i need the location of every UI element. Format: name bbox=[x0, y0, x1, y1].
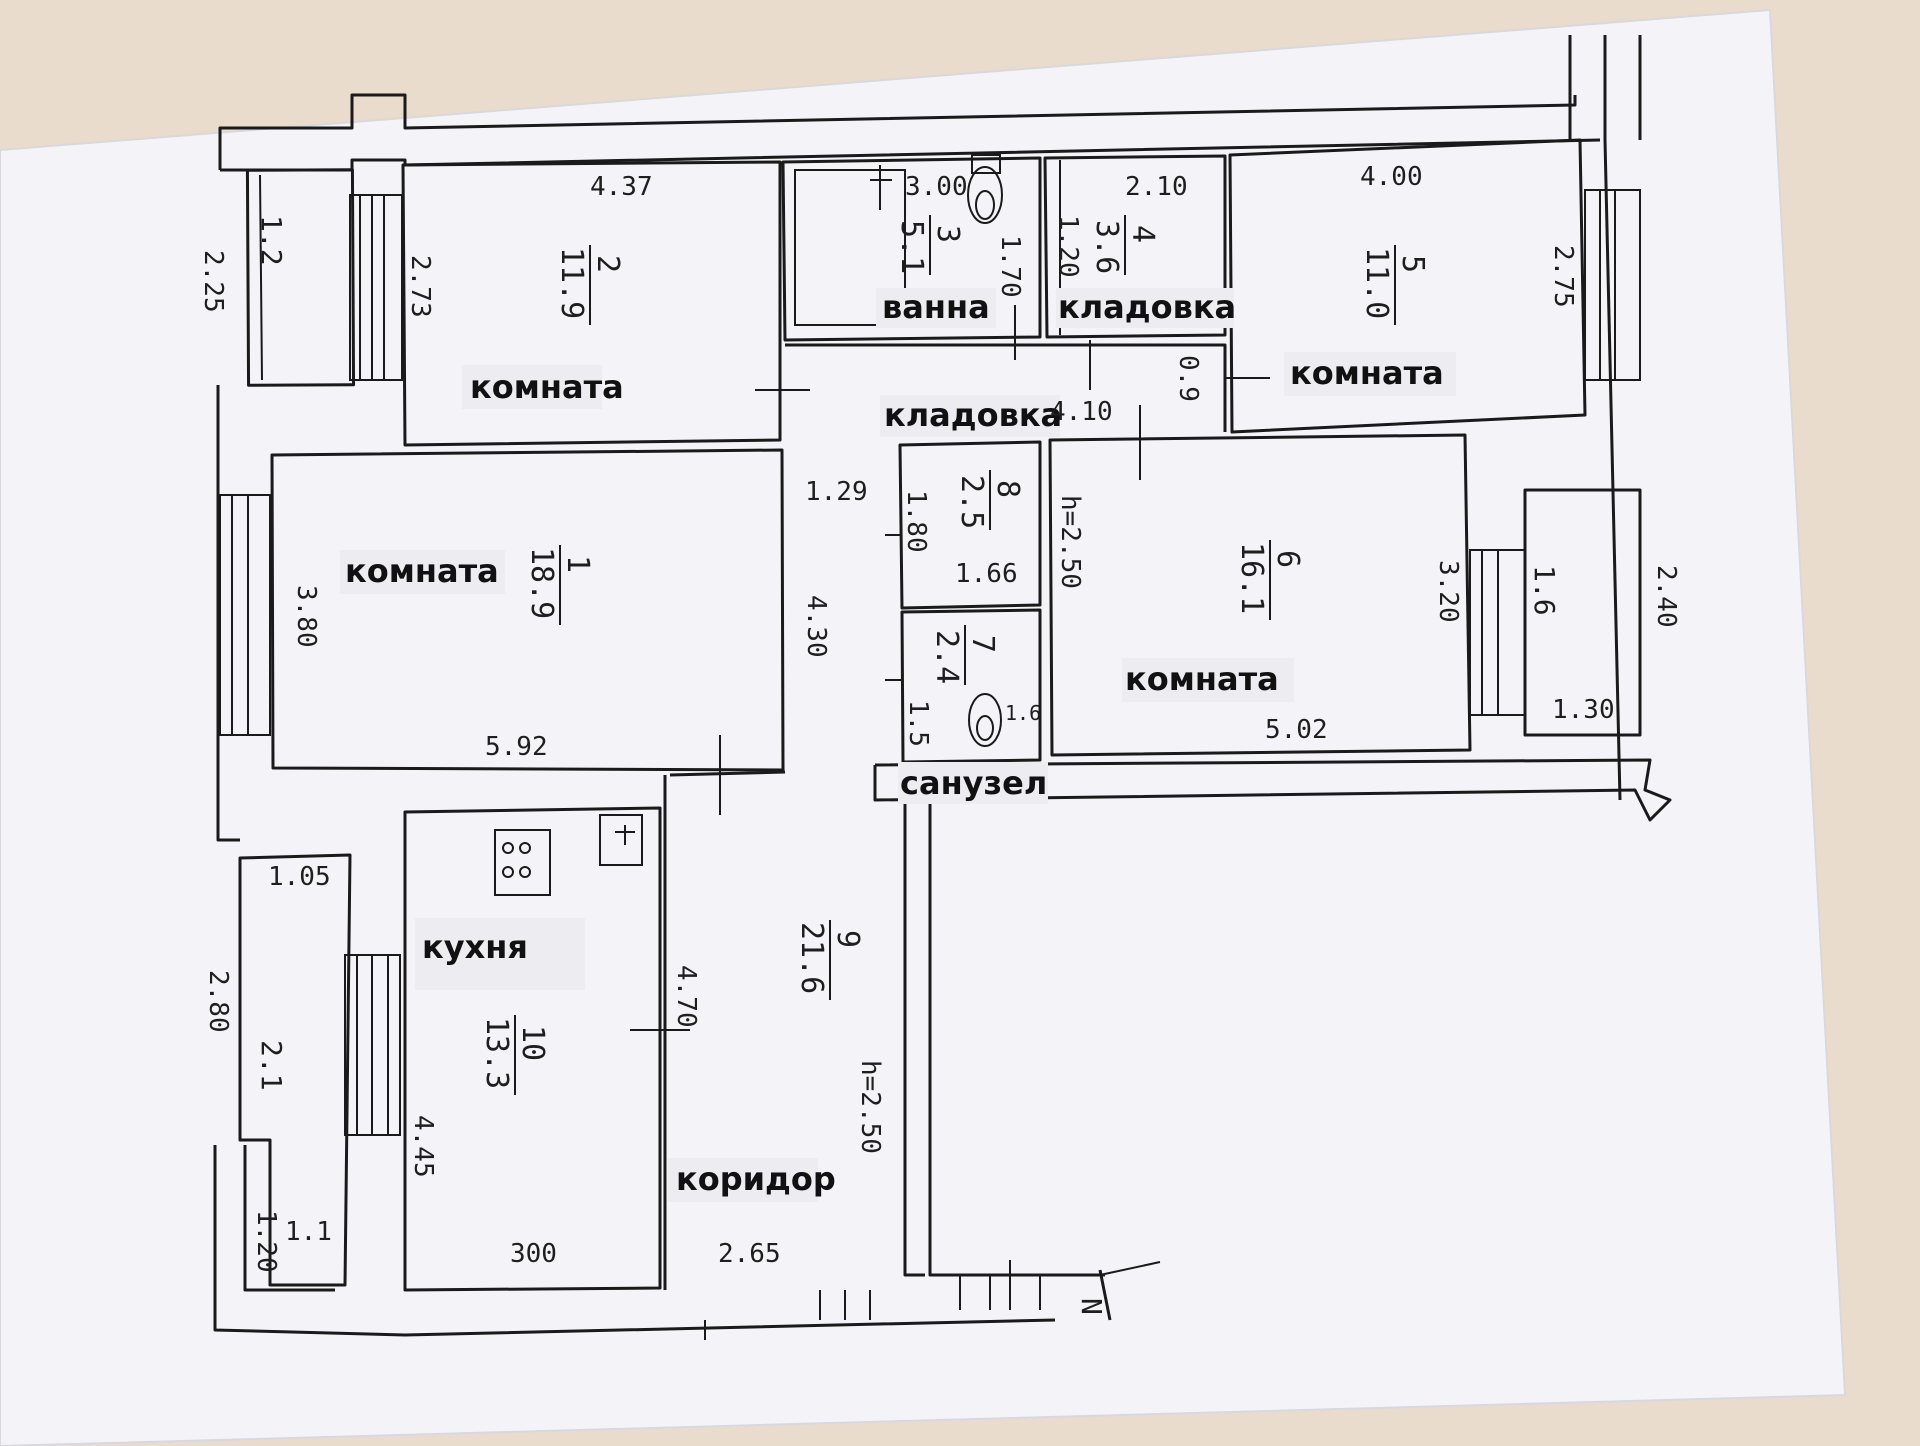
label-storage-top: кладовка bbox=[1058, 288, 1236, 326]
balcony-1-area: 1.2 bbox=[255, 215, 288, 266]
room-9-number: 9 bbox=[830, 930, 865, 948]
label-wc: санузел bbox=[900, 764, 1047, 802]
label-storage-mid: кладовка bbox=[884, 396, 1062, 434]
dim-1-70-bath: 1.70 bbox=[995, 235, 1025, 298]
dim-2-40: 2.40 bbox=[1651, 565, 1681, 628]
dim-1-6: 1.6 bbox=[1005, 701, 1041, 725]
label-corridor: коридор bbox=[676, 1160, 836, 1198]
dim-1-66: 1.66 bbox=[955, 559, 1018, 589]
dim-2-65: 2.65 bbox=[718, 1239, 781, 1269]
dim-5-02: 5.02 bbox=[1265, 715, 1328, 745]
dim-4-10: 4.10 bbox=[1050, 397, 1113, 427]
room-3-number: 3 bbox=[930, 225, 965, 243]
dim-1-29: 1.29 bbox=[805, 477, 868, 507]
north-arrow-label: N bbox=[1075, 1298, 1108, 1315]
dim-3-80: 3.80 bbox=[291, 585, 321, 648]
dim-5-92: 5.92 bbox=[485, 732, 548, 762]
dimensions: 4.37 2.73 2.25 3.00 1.70 2.10 1.20 4.00 … bbox=[198, 162, 1681, 1315]
room-10-number: 10 bbox=[515, 1025, 550, 1061]
balcony-3-area: 2.1 bbox=[255, 1040, 288, 1091]
label-room-2: комната bbox=[470, 368, 624, 406]
room-7-area: 2.4 bbox=[929, 630, 964, 684]
room-2-number: 2 bbox=[590, 255, 625, 273]
room-4-number: 4 bbox=[1125, 225, 1160, 243]
dim-2-80: 2.80 bbox=[203, 970, 233, 1033]
dim-3-00-bath: 3.00 bbox=[905, 172, 968, 202]
dim-4-30: 4.30 bbox=[801, 595, 831, 658]
label-room-1: комната bbox=[345, 552, 499, 590]
room-1-number: 1 bbox=[560, 555, 595, 573]
dim-4-37: 4.37 bbox=[590, 172, 653, 202]
dim-1-30: 1.30 bbox=[1552, 695, 1615, 725]
dim-4-00: 4.00 bbox=[1360, 162, 1423, 192]
label-room-5: комната bbox=[1290, 354, 1444, 392]
dim-1-05: 1.05 bbox=[268, 862, 331, 892]
room-8-area: 2.5 bbox=[954, 475, 989, 529]
dim-2-75: 2.75 bbox=[1548, 245, 1578, 308]
room-10-area: 13.3 bbox=[479, 1017, 514, 1089]
room-6-number: 6 bbox=[1270, 550, 1305, 568]
dim-3-20: 3.20 bbox=[1433, 560, 1463, 623]
dim-1-80: 1.80 bbox=[901, 490, 931, 553]
dim-2-10: 2.10 bbox=[1125, 172, 1188, 202]
room-9-area: 21.6 bbox=[794, 922, 829, 994]
dim-2-25: 2.25 bbox=[198, 250, 228, 313]
dim-2-73: 2.73 bbox=[405, 255, 435, 318]
room-8-number: 8 bbox=[990, 480, 1025, 498]
dim-h-2-50-corridor: h=2.50 bbox=[855, 1060, 885, 1154]
label-bath: ванна bbox=[882, 288, 990, 326]
room-5-area: 11.0 bbox=[1359, 247, 1394, 319]
room-3-area: 5.1 bbox=[894, 220, 929, 274]
label-kitchen: кухня bbox=[422, 928, 528, 966]
dim-1-20-balcony: 1.20 bbox=[251, 1210, 281, 1273]
room-6-area: 16.1 bbox=[1234, 542, 1269, 614]
room-1-area: 18.9 bbox=[524, 547, 559, 619]
balcony-4-area: 1.1 bbox=[285, 1217, 332, 1247]
room-5-number: 5 bbox=[1395, 255, 1430, 273]
room-4-area: 3.6 bbox=[1089, 220, 1124, 274]
dim-4-45: 4.45 bbox=[408, 1115, 438, 1178]
room-7-number: 7 bbox=[965, 635, 1000, 653]
dim-4-70: 4.70 bbox=[671, 965, 701, 1028]
dim-1-20: 1.20 bbox=[1053, 215, 1083, 278]
balcony-2-area: 1.6 bbox=[1528, 565, 1561, 616]
dim-h-2-50-mid: h=2.50 bbox=[1055, 495, 1085, 589]
dim-300-kitchen: 300 bbox=[510, 1239, 557, 1269]
label-room-6: комната bbox=[1125, 660, 1279, 698]
dim-1-5: 1.5 bbox=[903, 700, 933, 747]
room-numbers: 1 18.9 2 11.9 3 5.1 4 3.6 5 11.0 6 16.1 bbox=[255, 215, 1561, 1247]
room-labels: комната комната ванна кладовка комната к… bbox=[340, 288, 1456, 1202]
walls bbox=[213, 35, 1672, 1340]
room-2-area: 11.9 bbox=[554, 247, 589, 319]
dim-0-9: 0.9 bbox=[1173, 355, 1203, 402]
